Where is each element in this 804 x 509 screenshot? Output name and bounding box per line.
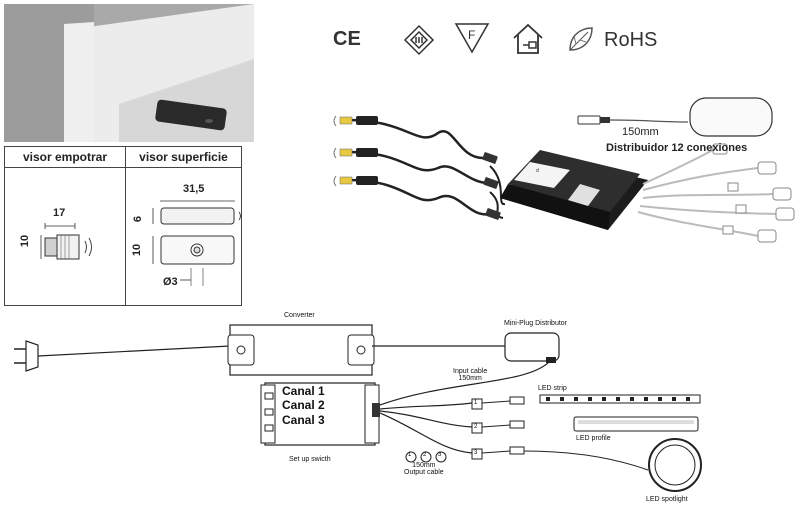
- sensor-cables: [333, 115, 506, 220]
- distributor-box: d: [500, 150, 648, 230]
- mini-distributor: [577, 97, 773, 137]
- mains-plug: [14, 340, 231, 372]
- f-mark-icon: F: [454, 23, 490, 54]
- port-3-label: 3: [474, 450, 478, 456]
- port-number-1: 1: [408, 452, 412, 458]
- port-2-label: 2: [474, 424, 478, 430]
- surface-hole: Ø3: [163, 276, 178, 288]
- output-connectors: [637, 143, 795, 243]
- converter-label: Converter: [284, 312, 315, 319]
- wiring-diagram: [14, 324, 702, 492]
- dimension-drawings: [40, 200, 241, 286]
- class-iii-icon: [403, 24, 435, 56]
- led-profile-label: LED profile: [576, 435, 611, 442]
- led-strip-label: LED strip: [538, 385, 567, 392]
- channel-1-label: Canal 1: [282, 384, 325, 398]
- miniplug-label: Mini-Plug Distributor: [504, 320, 568, 327]
- ce-mark-icon: CE: [333, 28, 361, 50]
- led-spotlight-label: LED spotlight: [646, 496, 688, 503]
- port-number-3: 3: [438, 452, 442, 458]
- flush-width: 17: [53, 207, 66, 219]
- distributor-cable-length: 150mm: [622, 126, 659, 138]
- surface-thickness: 6: [132, 215, 145, 223]
- input-cable-label: Input cable 150mm: [453, 368, 488, 382]
- rohs-icon: RoHS: [604, 29, 658, 51]
- indoor-use-icon: [513, 23, 543, 54]
- surface-height: 10: [131, 243, 144, 257]
- distributor-illustration: d: [333, 97, 795, 243]
- channel-2-label: Canal 2: [282, 398, 325, 412]
- port-number-2: 2: [423, 452, 427, 458]
- port-1-label: 1: [474, 400, 478, 406]
- eco-leaf-icon: [569, 27, 593, 51]
- converter: [227, 324, 508, 376]
- distributor-title: Distribuidor 12 conexiones: [606, 142, 748, 154]
- svg-text:F: F: [468, 28, 475, 42]
- channel-3-label: Canal 3: [282, 413, 325, 427]
- setup-switch-box: [260, 382, 380, 446]
- svg-text:d: d: [536, 168, 539, 174]
- led-spotlight: [481, 438, 702, 492]
- setup-switch-label: Set up swicth: [289, 456, 331, 463]
- led-profile: [481, 416, 699, 432]
- led-strip: [481, 394, 701, 405]
- product-photo: [4, 4, 254, 142]
- miniplug-distributor: [379, 332, 560, 406]
- flush-height: 10: [19, 234, 32, 248]
- dimensions-table: visor empotrar visor superficie 17 10 31…: [4, 146, 242, 306]
- output-cable-label: 150mm Output cable: [404, 462, 444, 476]
- header-visor-empotrar: visor empotrar: [5, 147, 125, 168]
- surface-length: 31,5: [183, 183, 205, 195]
- header-visor-superficie: visor superficie: [126, 147, 241, 168]
